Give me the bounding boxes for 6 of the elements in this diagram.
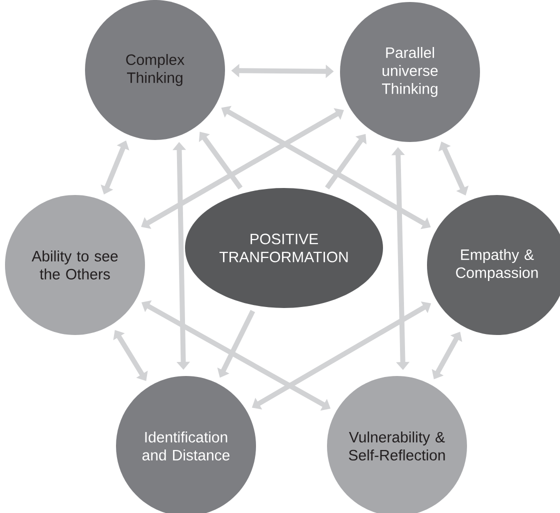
circle-node: Ability to see the Others [5,195,145,335]
arrow [198,132,243,190]
circle-node: Complex Thinking [85,0,225,140]
double-arrow [141,108,344,229]
circle-node: Parallel universe Thinking [340,2,480,142]
double-arrow [438,142,469,196]
